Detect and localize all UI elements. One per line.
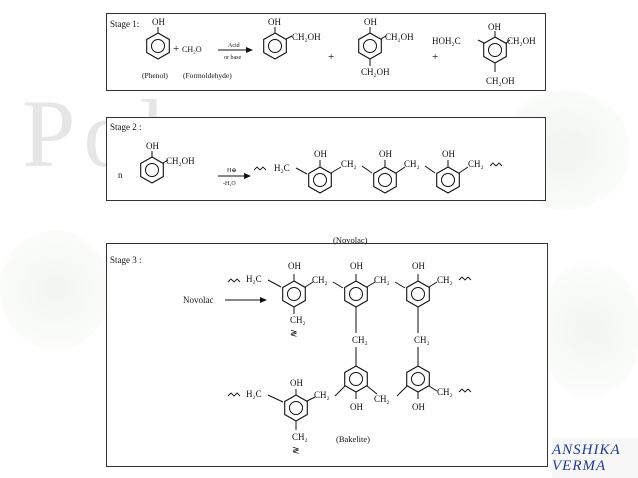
crosslink-ch2: CH₂	[414, 335, 430, 345]
plus-sign: +	[328, 51, 334, 63]
stage3-upper-oh: OH	[288, 261, 301, 271]
stage2-box	[106, 117, 546, 201]
product3-ch2oh: CH₂OH	[507, 36, 536, 46]
formaldehyde-formula: CH₂O	[182, 45, 202, 54]
arrow-label-acid: Acid	[228, 43, 240, 49]
stage3-lower-h2c: H₂C	[246, 389, 262, 399]
stage3-upper-ch2: CH₂	[437, 275, 453, 285]
product1-oh: OH	[268, 17, 281, 27]
stage2-arrow-bottom: -H₂O	[223, 181, 236, 187]
stage3-upper-h2c: H₂C	[246, 274, 262, 284]
product3-oh: OH	[488, 22, 501, 32]
stage3-upper-ch2: CH₂	[374, 275, 390, 285]
product2-oh: OH	[364, 17, 377, 27]
product3-ch2oh-para: CH₂OH	[486, 76, 515, 86]
stage3-wavy-bond: ≷	[290, 328, 298, 338]
stage2-arrow-top: H⊕	[227, 168, 236, 174]
stage3-lower-ch2: CH₂	[437, 387, 453, 397]
product1-ch2oh: CH₂OH	[292, 32, 321, 42]
stage3-lower-ch2: CH₂	[314, 390, 330, 400]
phenol-ring	[146, 32, 170, 60]
stage2-chain-ch2: CH₂	[404, 159, 420, 169]
author-signature: ANSHIKA VERMA	[552, 442, 638, 474]
stage3-wavy-bond: ≷	[292, 445, 300, 455]
stage2-title: Stage 2 :	[110, 122, 142, 132]
stage2-chain-ch2: CH₂	[468, 159, 484, 169]
product2-ch2oh: CH₂OH	[385, 32, 414, 42]
novolac-input-label: Novolac	[183, 295, 214, 305]
product2-ch2oh-para: CH₂OH	[361, 67, 390, 77]
stage3-upper-ch2: CH₂	[312, 275, 328, 285]
stage2-chain-oh: OH	[314, 149, 327, 159]
stage2-chain-oh: OH	[442, 149, 455, 159]
molecule-decoration	[540, 260, 638, 400]
product3-hoh2c: HOH₂C	[432, 36, 461, 46]
stage2-n: n	[118, 170, 123, 180]
stage2-chain-oh: OH	[379, 149, 392, 159]
crosslink-ch2: CH₂	[352, 335, 368, 345]
stage3-lower-oh: OH	[290, 378, 303, 388]
author-line2: VERMA	[552, 458, 607, 474]
stage3-upper-ch2-down: CH₂	[290, 315, 306, 325]
stage2-chain-ch2: CH₂	[341, 159, 357, 169]
author-line1: ANSHIKA	[552, 442, 621, 458]
plus-sign: +	[173, 43, 179, 55]
formaldehyde-label: (Formoldehyde)	[183, 71, 232, 80]
stage2-reactant-ch2oh: CH₂OH	[166, 156, 195, 166]
stage1-box	[106, 13, 546, 91]
stage3-lower-ch2-down: CH₂	[292, 432, 308, 442]
stage3-lower-ch2: CH₂	[374, 394, 390, 404]
stage2-h2c: H₂C	[274, 163, 290, 173]
stage3-upper-oh: OH	[350, 261, 363, 271]
stage3-upper-oh: OH	[412, 261, 425, 271]
phenol-label: (Phenol)	[142, 71, 168, 80]
arrow-label-base: or base	[224, 55, 241, 61]
bakelite-label: (Bakelite)	[336, 434, 370, 444]
novolac-label: (Novolac)	[333, 235, 368, 245]
stage1-title: Stage 1:	[110, 19, 139, 29]
stage3-title: Stage 3 :	[110, 255, 142, 265]
stage3-box	[106, 243, 548, 467]
phenol-oh: OH	[152, 17, 165, 27]
molecule-decoration	[0, 230, 110, 350]
stage3-lower-oh: OH	[412, 402, 425, 412]
stage3-lower-oh: OH	[350, 402, 363, 412]
stage2-reactant-oh: OH	[146, 141, 159, 151]
plus-sign: +	[432, 51, 438, 63]
